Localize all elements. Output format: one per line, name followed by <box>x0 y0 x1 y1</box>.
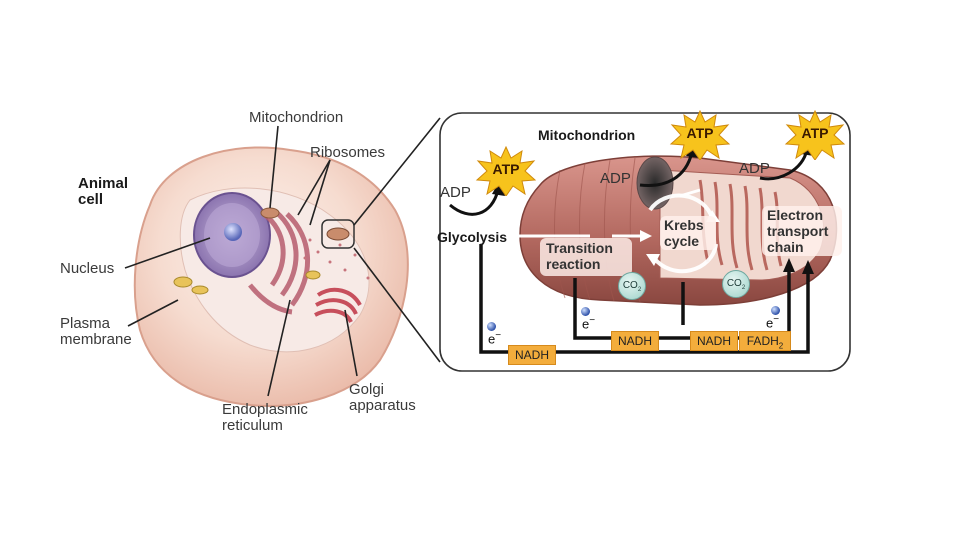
nadh-tag-krebs: NADH <box>690 331 738 351</box>
etc-box <box>762 206 842 256</box>
label-golgi-apparatus: Golgi apparatus <box>349 381 416 414</box>
atp-label: ATP <box>801 125 829 141</box>
adp-label-etc: ADP <box>739 160 770 177</box>
atp-burst-glycolysis: ATP <box>475 146 537 196</box>
co2-bubble-krebs: CO2 <box>722 270 750 298</box>
electron-ball-icon <box>771 306 780 315</box>
nadh-tag-transition: NADH <box>611 331 659 351</box>
electron-ball-icon <box>581 307 590 316</box>
electron-label-etc: e− <box>766 314 780 331</box>
electron-pathways <box>479 244 810 354</box>
starburst-icon <box>784 110 846 160</box>
nadh-tag-glycolysis: NADH <box>508 345 556 365</box>
label-ribosomes: Ribosomes <box>310 144 386 161</box>
krebs-box <box>660 216 716 250</box>
transition-reaction-label: Transition reaction <box>546 240 613 272</box>
electron-label-glycolysis: e− <box>488 330 502 347</box>
golgi-shape <box>314 287 362 324</box>
nucleolus-shape <box>224 223 242 241</box>
adp-label-krebs: ADP <box>600 170 631 187</box>
co2-bubble-transition: CO2 <box>618 272 646 300</box>
atp-label: ATP <box>492 161 520 177</box>
cristae <box>698 179 783 271</box>
mitochondrion-open-end <box>636 156 674 210</box>
label-endoplasmic-reticulum: Endoplasmic reticulum <box>222 401 308 434</box>
adp-label-glycolysis: ADP <box>440 184 471 201</box>
starburst-icon <box>475 146 537 196</box>
electron-label-transition: e− <box>582 315 596 332</box>
atp-burst-krebs: ATP <box>669 110 731 160</box>
krebs-cycle-label: Krebs cycle <box>664 217 704 249</box>
zoom-source-box <box>321 219 355 249</box>
panel-title: Mitochondrion <box>538 127 636 143</box>
atp-burst-etc: ATP <box>784 110 846 160</box>
transition-box <box>540 238 632 276</box>
atp-label: ATP <box>686 125 714 141</box>
label-plasma-membrane: Plasma membrane <box>60 315 132 348</box>
label-mitochondrion: Mitochondrion <box>249 109 344 126</box>
label-nucleus: Nucleus <box>60 260 115 277</box>
starburst-icon <box>669 110 731 160</box>
animal-cell-title: Animal cell <box>78 175 129 208</box>
electron-ball-icon <box>487 322 496 331</box>
electron-transport-chain-label: Electron transport chain <box>767 207 829 255</box>
glycolysis-label: Glycolysis <box>437 229 508 245</box>
er-shape <box>248 210 311 315</box>
fadh2-tag: FADH2 <box>739 331 791 351</box>
